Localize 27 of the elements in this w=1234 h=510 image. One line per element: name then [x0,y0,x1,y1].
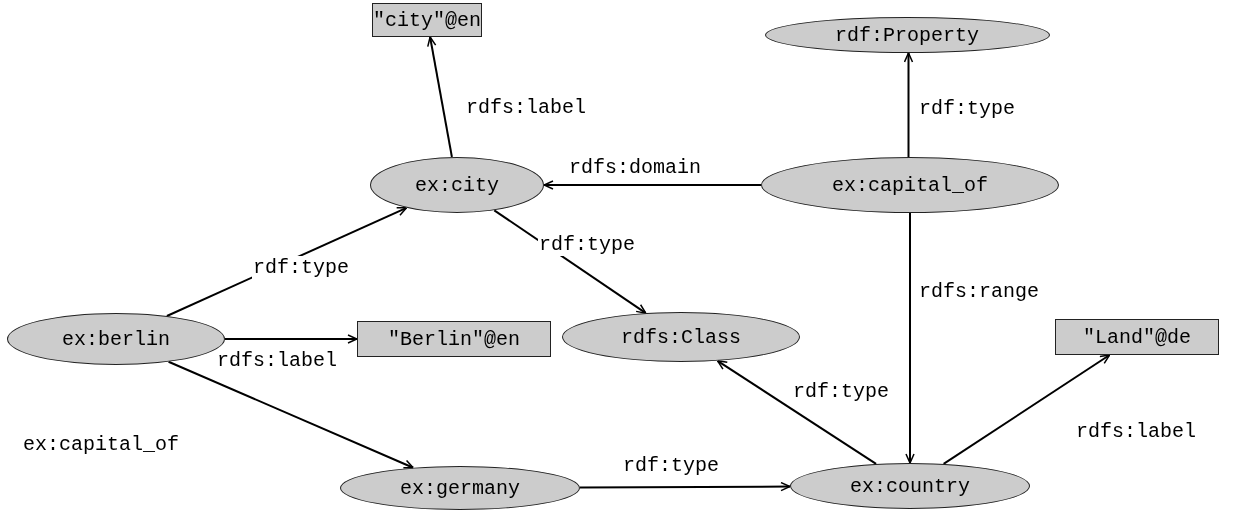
edge-label: rdf:type [622,454,720,477]
literal-box [1055,319,1219,355]
edge-label: rdf:type [538,233,636,256]
edge-label: rdf:type [252,256,350,279]
arrow [942,354,1111,465]
node-label: "city"@en [373,8,481,32]
node-label: "Land"@de [1083,325,1191,349]
literal-box [357,321,551,357]
node-label: ex:country [850,474,970,498]
edge-label: rdfs:range [918,280,1041,303]
arrow [167,360,415,469]
node-label: ex:berlin [62,327,170,351]
node-label: rdf:Property [835,23,979,47]
edge-label: rdf:type [918,97,1016,120]
node-label: "Berlin"@en [388,327,520,351]
node-label: ex:germany [400,476,520,500]
node-label: ex:capital_of [832,173,988,197]
edge-label: rdf:type [792,380,890,403]
node-label: rdfs:Class [621,325,741,349]
arrow [903,52,914,158]
arrow [427,36,453,159]
arrow [224,334,358,344]
edge-label: ex:capital_of [22,433,181,456]
node-label: ex:city [415,173,499,197]
arrow [905,212,915,464]
arrow [578,481,792,492]
arrow [543,180,762,190]
